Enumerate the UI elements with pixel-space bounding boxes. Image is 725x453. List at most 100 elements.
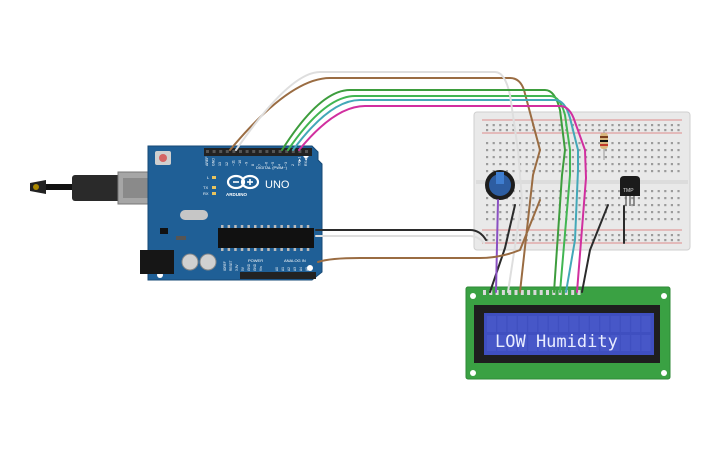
led-label-l: L xyxy=(207,175,210,180)
led-tx xyxy=(212,186,216,189)
wire-black-power xyxy=(315,229,487,241)
digital-pin-label: 12 xyxy=(225,162,229,166)
lcd-pin[interactable] xyxy=(571,290,575,295)
analog-pin-label: A2 xyxy=(287,267,291,271)
led-rx xyxy=(212,192,216,195)
power-header[interactable] xyxy=(240,272,298,279)
header-pin[interactable] xyxy=(265,150,269,153)
wire-brown-mid xyxy=(519,149,541,293)
header-pin[interactable] xyxy=(239,150,242,153)
header-pin[interactable] xyxy=(272,150,275,153)
wire-teal xyxy=(292,99,579,151)
power-label: POWER xyxy=(248,258,263,263)
analog-pin-label: A1 xyxy=(281,267,285,271)
digital-pin-label: GND xyxy=(212,158,216,166)
tmp-sensor-label: TMP xyxy=(623,188,634,194)
lcd-pin[interactable] xyxy=(495,290,499,295)
analog-pin-label: A5 xyxy=(305,267,309,271)
lcd-pin[interactable] xyxy=(508,290,512,295)
wire-white-power xyxy=(315,235,485,244)
header-pin[interactable] xyxy=(232,150,236,153)
power-pin-label: GND xyxy=(247,263,251,271)
digital-pin-label: ~10 xyxy=(238,160,242,166)
header-pin[interactable] xyxy=(225,150,229,153)
wires xyxy=(229,71,625,293)
header-pin[interactable] xyxy=(278,150,282,153)
tmp-sensor[interactable]: TMP xyxy=(620,176,640,206)
digital-pin-label: RX◀0 xyxy=(304,156,308,166)
digital-pin-label: ~5 xyxy=(271,162,275,166)
lcd-pin[interactable] xyxy=(546,290,549,295)
wire-magenta xyxy=(298,105,586,151)
header-pin[interactable] xyxy=(285,150,289,153)
digital-pin-label: TX▶1 xyxy=(297,157,301,166)
header-pin[interactable] xyxy=(305,150,308,153)
lcd-pin[interactable] xyxy=(577,290,581,295)
crystal xyxy=(180,210,208,220)
power-pin-label: 5V xyxy=(241,266,245,271)
digital-pin-label: 2 xyxy=(291,164,295,166)
usb-cable xyxy=(30,171,169,205)
arduino-board[interactable]: L TX RX ARDUINO UNO DIGITAL (PWM~) POWER… xyxy=(140,145,323,281)
wire-green-dark-lcd xyxy=(553,149,566,293)
analog-pin-label: A0 xyxy=(275,267,279,271)
arduino-logo xyxy=(226,174,260,190)
resistor[interactable] xyxy=(600,130,608,160)
wire-magenta-lcd xyxy=(576,149,587,293)
header-pin[interactable] xyxy=(245,150,249,153)
header-pin[interactable] xyxy=(258,150,262,153)
capacitor xyxy=(181,253,199,271)
power-pin-label: 3.3V xyxy=(235,264,239,271)
lcd-pin[interactable] xyxy=(527,290,531,295)
analog-label: ANALOG IN xyxy=(284,258,306,263)
power-pin-label: Vin xyxy=(259,266,263,271)
lcd-pin[interactable] xyxy=(533,290,537,295)
lcd-pin[interactable] xyxy=(501,290,505,295)
lcd-pin[interactable] xyxy=(539,290,543,295)
led-label-rx: RX xyxy=(203,191,209,196)
power-jack[interactable] xyxy=(140,250,174,274)
header-pin[interactable] xyxy=(206,150,209,153)
header-pin[interactable] xyxy=(212,150,216,153)
digital-pin-label: 8 xyxy=(251,164,255,166)
wire-white-top xyxy=(235,71,511,151)
power-pin-label: GND xyxy=(253,263,257,271)
analog-pin-label: A4 xyxy=(299,267,303,271)
wire-black-lcd-2 xyxy=(581,204,609,293)
digital-pin-label: ~9 xyxy=(245,162,249,166)
header-pin[interactable] xyxy=(219,150,223,153)
power-pin-label: IOREF xyxy=(223,261,227,271)
wire-green-lcd xyxy=(559,149,571,293)
wire-brown-analog xyxy=(317,199,541,263)
digital-pin-label: 13 xyxy=(218,162,222,166)
power-pin-label: RESET xyxy=(229,260,233,271)
analog-header[interactable] xyxy=(272,272,316,279)
atmega-chip xyxy=(218,228,314,248)
header-pin[interactable] xyxy=(298,150,302,153)
digital-pin-label: 7 xyxy=(258,164,262,166)
digital-pin-label: ~6 xyxy=(264,162,268,166)
header-pin[interactable] xyxy=(252,150,256,153)
led-l xyxy=(212,176,216,179)
analog-pin-label: A3 xyxy=(293,267,297,271)
potentiometer[interactable] xyxy=(485,170,515,200)
wire-teal-lcd xyxy=(565,149,579,293)
lcd-module[interactable]: LOW Humidity xyxy=(465,286,671,380)
wire-black-lcd xyxy=(489,204,516,293)
digital-header[interactable] xyxy=(204,148,312,156)
lcd-pin[interactable] xyxy=(514,290,518,295)
led-label-tx: TX xyxy=(203,185,208,190)
digital-pin-label: ~3 xyxy=(284,162,288,166)
lcd-display-text: LOW Humidity xyxy=(495,332,618,352)
lcd-pin[interactable] xyxy=(483,290,486,295)
capacitor xyxy=(199,253,217,271)
header-pin[interactable] xyxy=(291,150,295,153)
wire-purple xyxy=(495,199,499,293)
lcd-pin[interactable] xyxy=(520,290,524,295)
wire-white-mid xyxy=(507,94,523,293)
digital-pin-label: 4 xyxy=(278,164,282,166)
board-name: UNO xyxy=(265,179,290,191)
digital-pin-label: AREF xyxy=(205,156,209,166)
board-brand: ARDUINO xyxy=(226,192,247,197)
digital-pin-label: ~11 xyxy=(231,160,235,166)
